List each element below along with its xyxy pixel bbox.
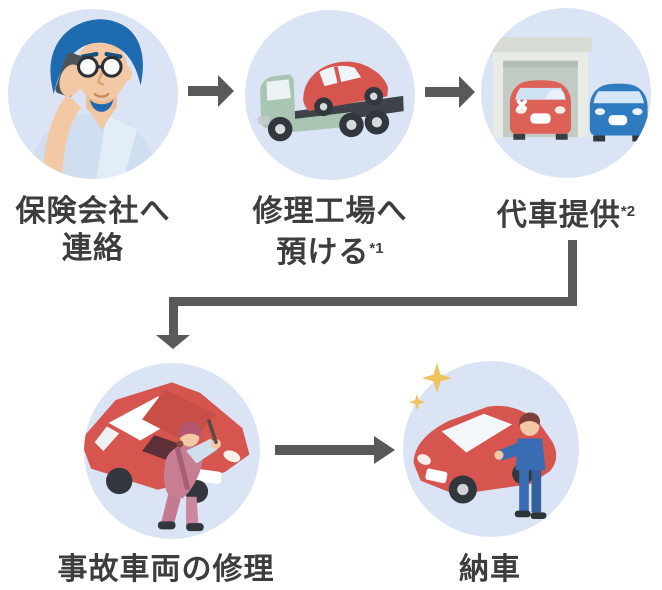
step-label-line2: 預ける*1 — [276, 236, 384, 269]
connector-vertical-from-step3 — [568, 240, 577, 306]
arrow-shaft — [425, 87, 459, 97]
garage-loaner-car-icon — [489, 36, 648, 142]
arrow-head — [459, 76, 475, 108]
tow-truck-icon — [257, 61, 404, 142]
sparkle-stars-icon — [409, 363, 452, 410]
step-label-line1: 代車提供*2 — [496, 199, 636, 232]
step-label-line1: 修理工場へ — [252, 195, 408, 228]
step-circle-contact-insurer — [8, 9, 178, 179]
step-label-contact-insurer: 保険会社へ 連絡 — [0, 193, 193, 267]
step-label-line1: 保険会社へ — [15, 195, 171, 228]
step-circle-loaner-car — [481, 8, 651, 178]
car-delivery-icon — [413, 405, 557, 520]
step-circle-delivery — [403, 361, 579, 537]
footnote-marker: *1 — [369, 240, 384, 257]
step-label-loaner-car: 代車提供*2 — [466, 193, 662, 234]
person-calling-icon — [28, 19, 158, 179]
arrow-right-icon — [188, 75, 234, 107]
connector-vertical-to-step4 — [169, 305, 178, 336]
arrow-right-icon — [425, 76, 475, 108]
step-label-repair-shop: 修理工場へ 預ける*1 — [230, 193, 430, 271]
car-repair-icon — [84, 382, 250, 532]
arrow-head — [374, 436, 395, 464]
step-circle-repair-shop — [245, 10, 415, 180]
step-label-delivery: 納車 — [390, 551, 590, 588]
step-circle-accident-repair — [84, 363, 260, 539]
step-label-line1: 納車 — [459, 553, 521, 586]
step-label-line2: 連絡 — [62, 232, 124, 265]
arrow-shaft — [275, 445, 374, 455]
connector-arrowhead-down — [156, 335, 190, 349]
arrow-head — [218, 75, 234, 107]
footnote-marker: *2 — [620, 203, 636, 220]
step-label-line1: 事故車両の修理 — [57, 553, 275, 586]
arrow-right-icon — [275, 436, 395, 464]
arrow-shaft — [188, 86, 218, 96]
step-label-accident-repair: 事故車両の修理 — [56, 551, 276, 588]
connector-horizontal — [169, 297, 577, 306]
